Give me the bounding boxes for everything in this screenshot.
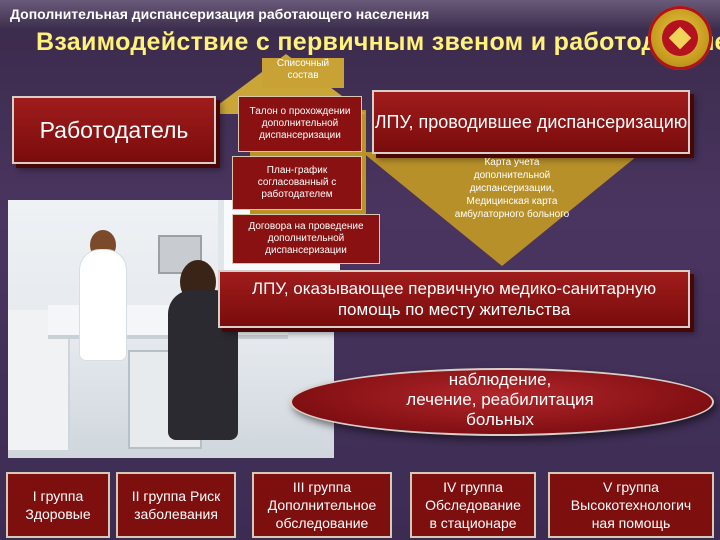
doc-coupon-label: Талон о прохождении дополнительной диспа…	[239, 106, 361, 142]
emblem-center-icon	[662, 20, 698, 56]
doc-contract-label: Договора на проведение дополнительной ди…	[233, 221, 379, 257]
lpu-primary-label: ЛПУ, оказывающее первичную медико-санита…	[220, 278, 688, 320]
doc-schedule-box: План-график согласованный с работодателе…	[232, 156, 362, 210]
group-1-box: I группа Здоровые	[6, 472, 110, 538]
group-2-box: II группа Риск заболевания	[116, 472, 236, 538]
doc-card-label: Карта учета дополнительной диспансеризац…	[418, 156, 606, 221]
lpu-exam-label: ЛПУ, проводившее диспансеризацию	[375, 111, 688, 134]
doc-list-label: Списочный состав	[262, 58, 344, 88]
photo-doctor	[80, 250, 126, 360]
employer-label: Работодатель	[40, 117, 189, 144]
group-5-box: V группа Высокотехнологич ная помощь	[548, 472, 714, 538]
employer-box: Работодатель	[12, 96, 216, 164]
lpu-exam-box: ЛПУ, проводившее диспансеризацию	[372, 90, 690, 154]
followup-label: наблюдение, лечение, реабилитация больны…	[330, 370, 670, 430]
group-4-box: IV группа Обследование в стационаре	[410, 472, 536, 538]
doc-contract-box: Договора на проведение дополнительной ди…	[232, 214, 380, 264]
doc-coupon-box: Талон о прохождении дополнительной диспа…	[238, 96, 362, 152]
emblem-icon	[648, 6, 712, 70]
doc-schedule-label: План-график согласованный с работодателе…	[233, 165, 361, 201]
page-title: Дополнительная диспансеризация работающе…	[10, 6, 429, 22]
lpu-primary-box: ЛПУ, оказывающее первичную медико-санита…	[218, 270, 690, 328]
page-subtitle: Взаимодействие с первичным звеном и рабо…	[36, 28, 720, 57]
group-3-box: III группа Дополнительное обследование	[252, 472, 392, 538]
